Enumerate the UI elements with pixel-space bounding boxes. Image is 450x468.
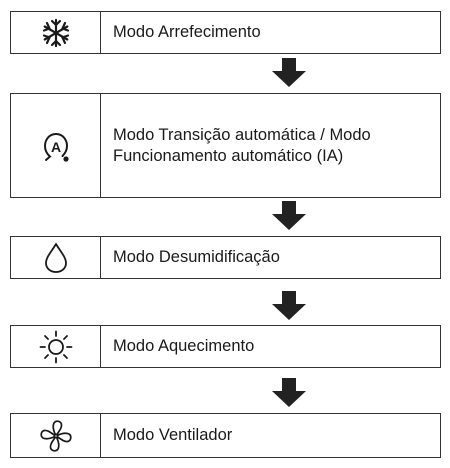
icon-cell [11,237,101,278]
mode-label: Modo Aquecimento [113,337,255,355]
icon-cell [11,326,101,367]
mode-label: Modo Transição automática / Modo Funcion… [113,125,371,165]
mode-label: Modo Arrefecimento [113,23,261,41]
fan-icon [39,419,72,452]
mode-row-dry: Modo Desumidificação [10,236,441,279]
sun-icon [39,330,72,363]
icon-cell [11,12,101,53]
auto-letter: A [50,139,60,155]
mode-row-heating: Modo Aquecimento [10,325,441,368]
auto-a-icon: A [43,132,69,162]
icon-cell: A [11,94,101,197]
droplet-icon [44,242,67,273]
mode-row-cooling: Modo Arrefecimento [10,11,441,54]
down-arrow-icon [272,58,306,87]
down-arrow-icon [272,378,306,407]
down-arrow-icon [272,291,306,320]
down-arrow-icon [272,201,306,230]
snowflake-icon [42,18,69,47]
mode-row-fan: Modo Ventilador [10,413,441,458]
mode-label: Modo Ventilador [113,426,233,444]
mode-row-auto: A Modo Transição automática / Modo Funci… [10,93,441,198]
icon-cell [11,414,101,457]
mode-label: Modo Desumidificação [113,248,280,266]
